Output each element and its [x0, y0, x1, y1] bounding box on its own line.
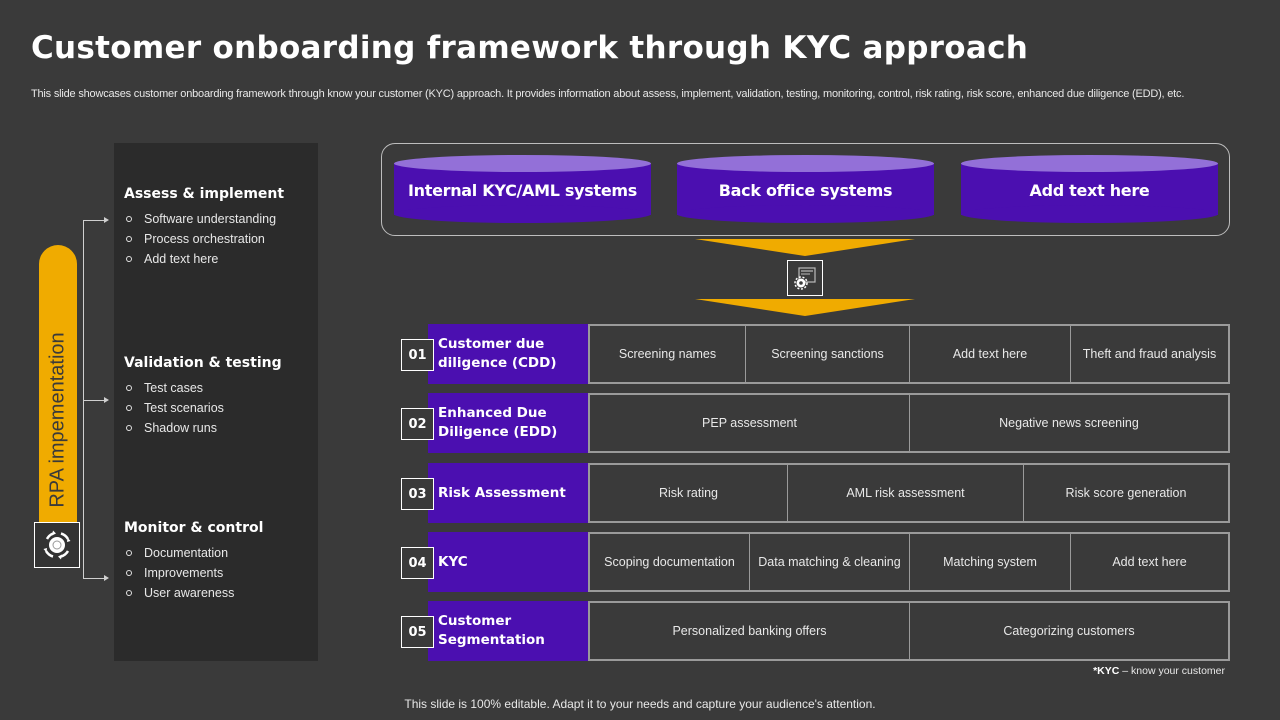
arrow-to-assess	[83, 217, 109, 223]
arrow-to-monitor	[83, 575, 109, 581]
row-number: 05	[401, 616, 434, 648]
list-item: Test scenarios	[124, 398, 314, 418]
section-title: Validation & testing	[124, 355, 282, 371]
table-cell: Add text here	[1112, 555, 1187, 569]
list-item: Shadow runs	[124, 418, 314, 438]
system-label: Add text here	[1029, 181, 1150, 200]
table-cell: Risk score generation	[1065, 486, 1187, 500]
process-row-edd: Enhanced Due Diligence (EDD) 02 PEP asse…	[401, 393, 1230, 453]
table-cell: Scoping documentation	[590, 534, 750, 590]
row-label: Customer Segmentation	[428, 601, 588, 661]
section-validation-testing: Validation & testing Test cases Test sce…	[124, 355, 314, 438]
footer-note: This slide is 100% editable. Adapt it to…	[404, 697, 876, 711]
list-item: Add text here	[124, 249, 314, 269]
bullet-icon	[126, 216, 132, 222]
list-item: Software understanding	[124, 209, 314, 229]
slide-subtitle: This slide showcases customer onboarding…	[31, 88, 1185, 100]
table-cell: Negative news screening	[999, 416, 1139, 430]
table-cell: Risk rating	[590, 465, 788, 521]
section-monitor-control: Monitor & control Documentation Improvem…	[124, 520, 314, 603]
table-cell: Categorizing customers	[1003, 624, 1135, 638]
document-gear-icon	[787, 260, 823, 296]
system-cylinder: Back office systems	[677, 155, 934, 223]
row-number: 04	[401, 547, 434, 579]
bullet-icon	[126, 425, 132, 431]
process-row-segmentation: Customer Segmentation 05 Personalized ba…	[401, 601, 1230, 661]
down-arrow-chevron	[695, 299, 915, 316]
system-cylinder: Internal KYC/AML systems	[394, 155, 651, 223]
table-cell: Matching system	[910, 534, 1071, 590]
phases-panel	[114, 143, 318, 661]
table-cell: Add text here	[910, 326, 1071, 382]
table-cell: Theft and fraud analysis	[1082, 347, 1217, 361]
list-item: Documentation	[124, 543, 314, 563]
systems-container	[381, 143, 1230, 236]
section-title: Monitor & control	[124, 520, 264, 536]
row-number: 01	[401, 339, 434, 371]
bullet-icon	[126, 405, 132, 411]
row-label: Enhanced Due Diligence (EDD)	[428, 393, 588, 453]
row-label: Risk Assessment	[428, 463, 588, 523]
rpa-implementation-bar	[39, 245, 77, 525]
table-cell: Data matching & cleaning	[750, 534, 910, 590]
process-row-risk-assessment: Risk Assessment 03 Risk rating AML risk …	[401, 463, 1230, 523]
list-item: Process orchestration	[124, 229, 314, 249]
table-cell: Personalized banking offers	[590, 603, 910, 659]
footnote: *KYC – know your customer	[1093, 665, 1225, 677]
row-label: Customer due diligence (CDD)	[428, 324, 588, 384]
system-label: Internal KYC/AML systems	[407, 181, 638, 200]
section-assess-implement: Assess & implement Software understandin…	[124, 186, 314, 269]
table-cell: Screening sanctions	[746, 326, 910, 382]
row-number: 02	[401, 408, 434, 440]
list-item: Test cases	[124, 378, 314, 398]
table-cell: Screening names	[590, 326, 746, 382]
table-cell: AML risk assessment	[788, 465, 1024, 521]
list-item: User awareness	[124, 583, 314, 603]
rpa-implementation-label: RPA impementation	[46, 332, 69, 508]
arrow-to-validation	[83, 397, 109, 403]
bullet-icon	[126, 385, 132, 391]
bullet-icon	[126, 570, 132, 576]
bullet-icon	[126, 550, 132, 556]
process-row-kyc: KYC 04 Scoping documentation Data matchi…	[401, 532, 1230, 592]
down-arrow-chevron	[695, 239, 915, 256]
process-row-cdd: Customer due diligence (CDD) 01 Screenin…	[401, 324, 1230, 384]
table-cell: PEP assessment	[590, 395, 910, 451]
connector-line	[83, 220, 84, 579]
slide-title: Customer onboarding framework through KY…	[31, 30, 1029, 66]
cycle-gear-icon	[34, 522, 80, 568]
bullet-icon	[126, 256, 132, 262]
list-item: Improvements	[124, 563, 314, 583]
system-cylinder: Add text here	[961, 155, 1218, 223]
section-title: Assess & implement	[124, 186, 285, 202]
system-label: Back office systems	[718, 181, 893, 200]
bullet-icon	[126, 236, 132, 242]
bullet-icon	[126, 590, 132, 596]
row-number: 03	[401, 478, 434, 510]
row-label: KYC	[428, 532, 588, 592]
